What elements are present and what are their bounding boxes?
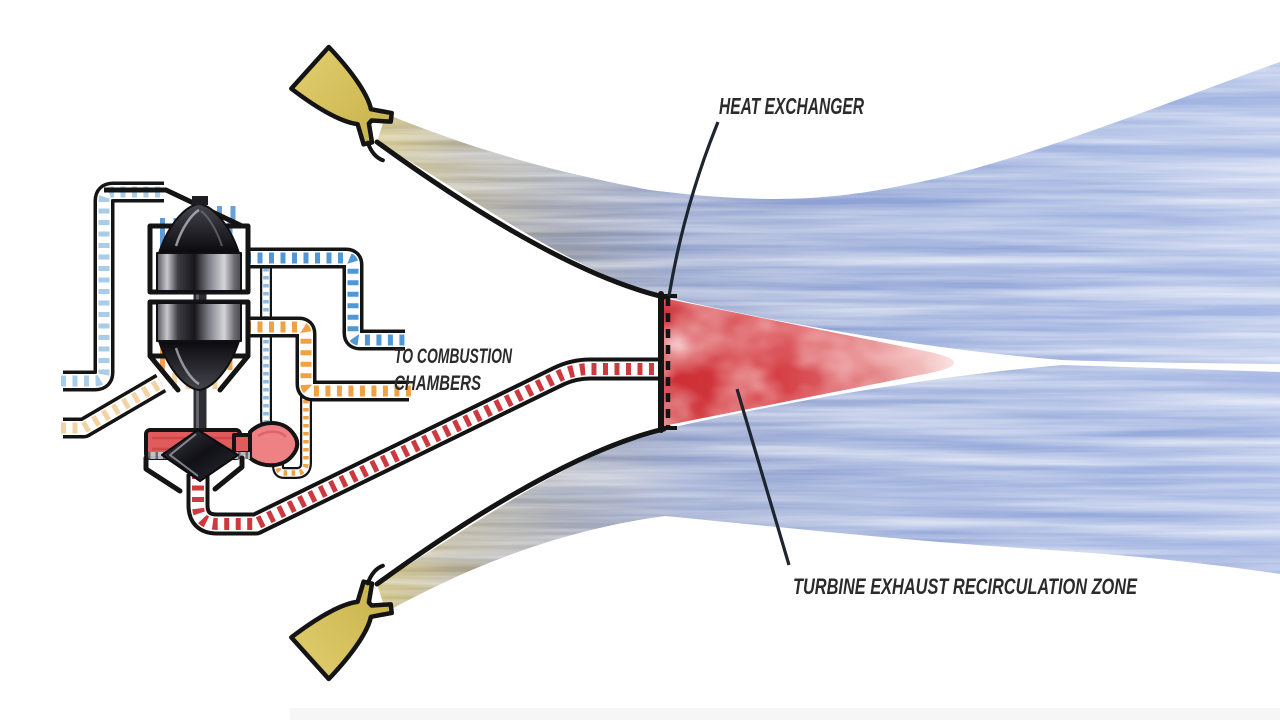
annotations: HEAT EXCHANGER TO COMBUSTION CHAMBERS TU…	[394, 93, 1138, 599]
pump-drum	[156, 252, 242, 292]
fuel-outlet-pipe	[246, 316, 411, 402]
gas-generator-oxidizer-feed-pipe	[260, 252, 277, 436]
to-combustion-chambers-label-line2: CHAMBERS	[394, 372, 481, 395]
impeller-highlight	[174, 208, 200, 247]
turbine-and-gas-generator	[143, 421, 300, 494]
heat-exchanger-marker	[658, 294, 677, 430]
turbine-exhaust-pipe	[186, 357, 660, 536]
gas-generator-fuel-feed-pipe	[272, 392, 312, 479]
fuel-pump	[147, 299, 251, 393]
upper-exhaust-plume	[377, 62, 1280, 364]
lower-exhaust-plume	[377, 365, 1280, 612]
turbine-exhaust-recirculation-zone	[663, 298, 954, 426]
impeller-highlight	[200, 210, 223, 247]
gas-generator-streak	[257, 430, 287, 438]
upper-spike-ramp	[374, 139, 667, 300]
spike-outline	[374, 139, 667, 587]
exhaust-plumes	[377, 62, 1280, 612]
recirculation-zone-leader-line	[735, 388, 791, 566]
oxidizer-pump	[104, 187, 251, 295]
impeller-highlight	[174, 347, 200, 386]
turbine-rotor	[161, 429, 239, 482]
heat-exchanger-leader-line	[667, 121, 720, 297]
oxidizer-outlet-pipe	[246, 247, 407, 351]
turbine-exhaust-funnel	[143, 455, 245, 494]
bottom-edge-shade	[290, 708, 1280, 720]
pump-funnel	[147, 353, 251, 393]
rotor-highlight	[169, 433, 199, 477]
to-combustion-chambers-label-line1: TO COMBUSTION	[394, 345, 513, 368]
recirculation-zone-label: TURBINE EXHAUST RECIRCULATION ZONE	[793, 574, 1138, 599]
heat-exchanger-label: HEAT EXCHANGER	[719, 93, 864, 119]
shaft-cap	[192, 196, 208, 205]
turbopump-schematic	[61, 181, 660, 536]
lower-spike-ramp	[374, 426, 667, 587]
fuel-inlet-pipe	[61, 373, 167, 439]
gas-generator	[248, 421, 300, 468]
pump-drum	[156, 302, 242, 342]
